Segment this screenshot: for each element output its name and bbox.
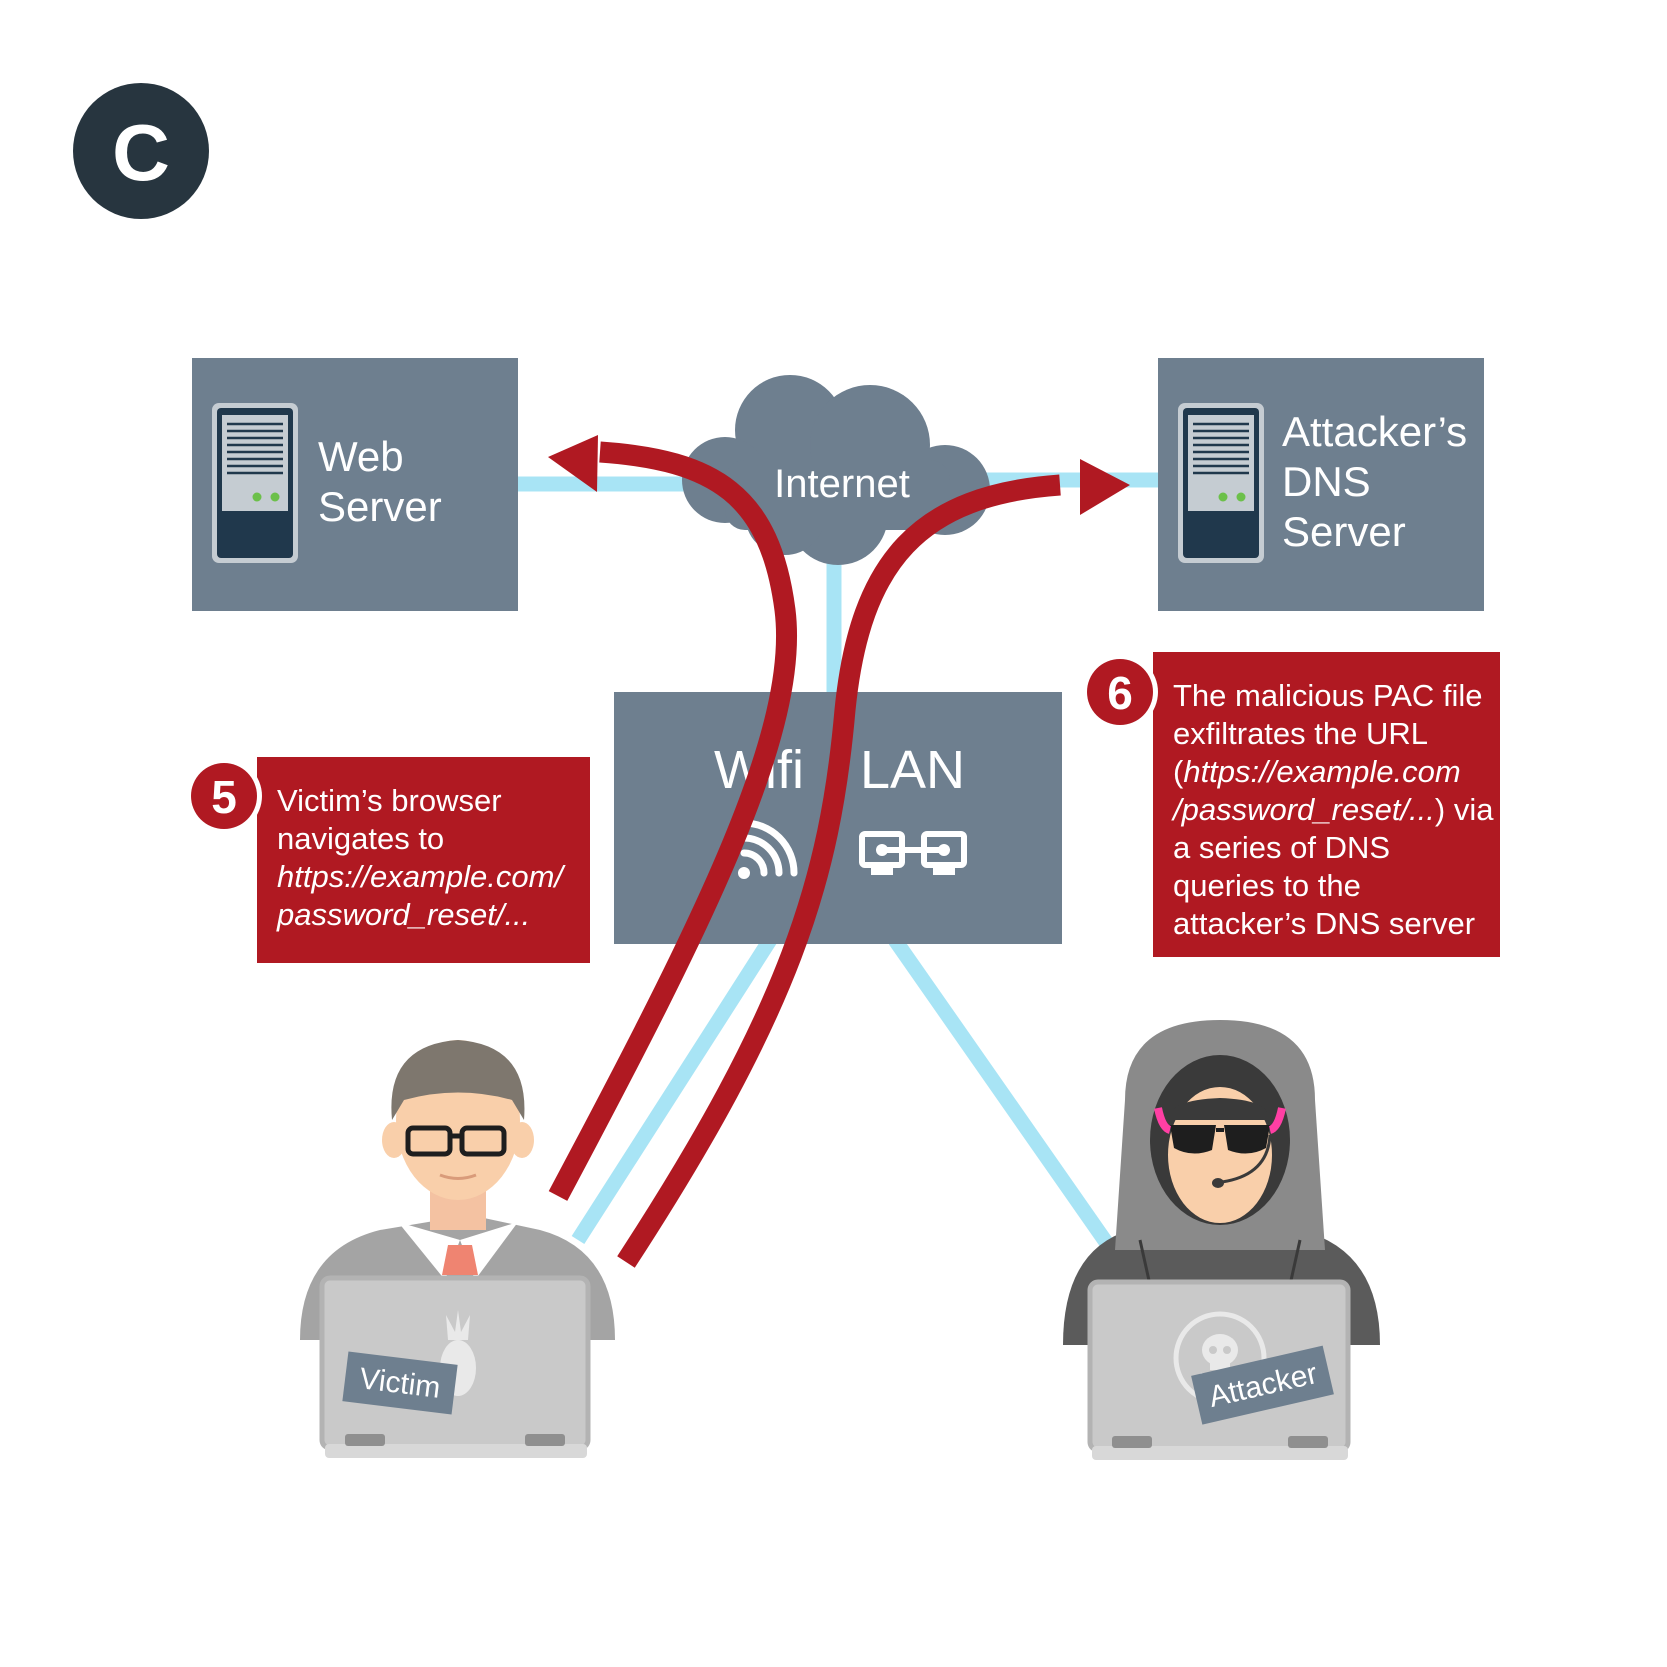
victim-tag: Victim <box>342 1351 458 1415</box>
step-6-line-4: /password_reset/...) via <box>1171 792 1494 827</box>
step-6-callout: 6 The malicious PAC file exfiltrates the… <box>1082 652 1500 957</box>
glasses-icon <box>405 1125 507 1157</box>
arrow-head-web-server <box>548 435 598 492</box>
web-server-node: Web Server <box>192 358 518 611</box>
dns-server-label-line2: DNS <box>1282 458 1371 505</box>
link-lan-attacker <box>888 935 1115 1250</box>
step-5-line-1: Victim’s browser <box>277 783 502 818</box>
step-6-line-1: The malicious PAC file <box>1173 678 1483 713</box>
lan-network-icon <box>859 831 967 875</box>
step-5-callout: 5 Victim’s browser navigates to https://… <box>186 757 590 963</box>
web-server-label-line1: Web <box>318 433 404 480</box>
step-6-line-3-paren: ( <box>1173 754 1184 789</box>
arrow-head-dns-server <box>1080 459 1130 515</box>
step-5-number: 5 <box>211 771 237 823</box>
attacker-figure: Attacker <box>1063 1020 1380 1460</box>
lan-label: LAN <box>860 740 965 800</box>
traffic-arrows <box>548 441 1061 1268</box>
step-5-line-2: navigates to <box>277 821 444 856</box>
dns-server-label-line1: Attacker’s <box>1282 408 1467 455</box>
step-6-line-4-path: /password_reset/... <box>1171 792 1435 827</box>
step-5-line-3: https://example.com/ <box>277 859 566 894</box>
step-5-line-4: password_reset/... <box>276 897 530 932</box>
attacker-tag: Attacker <box>1191 1345 1334 1425</box>
internet-label: Internet <box>774 462 910 506</box>
server-tower-icon <box>212 403 298 563</box>
internet-cloud: Internet <box>682 375 990 565</box>
arrow-victim-to-web-server <box>548 441 798 1201</box>
panel-letter: C <box>112 108 170 197</box>
server-tower-icon <box>1178 403 1264 563</box>
step-6-line-2: exfiltrates the URL <box>1173 716 1428 751</box>
step-6-line-5: a series of DNS <box>1173 830 1390 865</box>
arrow-victim-to-dns-server <box>617 474 1061 1268</box>
victim-figure: Victim <box>300 1040 615 1458</box>
wifi-icon <box>738 819 798 879</box>
web-server-label-line2: Server <box>318 483 442 530</box>
step-6-line-6: queries to the <box>1173 868 1361 903</box>
step-6-line-3: (https://example.com <box>1173 754 1461 789</box>
sunglasses-icon <box>1170 1125 1270 1154</box>
step-6-line-3-url: https://example.com <box>1183 754 1460 789</box>
step-6-number: 6 <box>1107 667 1133 719</box>
link-lan-victim <box>571 935 777 1245</box>
dns-server-label-line3: Server <box>1282 508 1406 555</box>
headset-mic-icon <box>1212 1134 1272 1188</box>
step-6-line-4-via: ) via <box>1435 792 1494 827</box>
panel-letter-badge: C <box>73 83 209 219</box>
step-6-line-7: attacker’s DNS server <box>1173 906 1475 941</box>
dns-server-node: Attacker’s DNS Server <box>1158 358 1484 611</box>
